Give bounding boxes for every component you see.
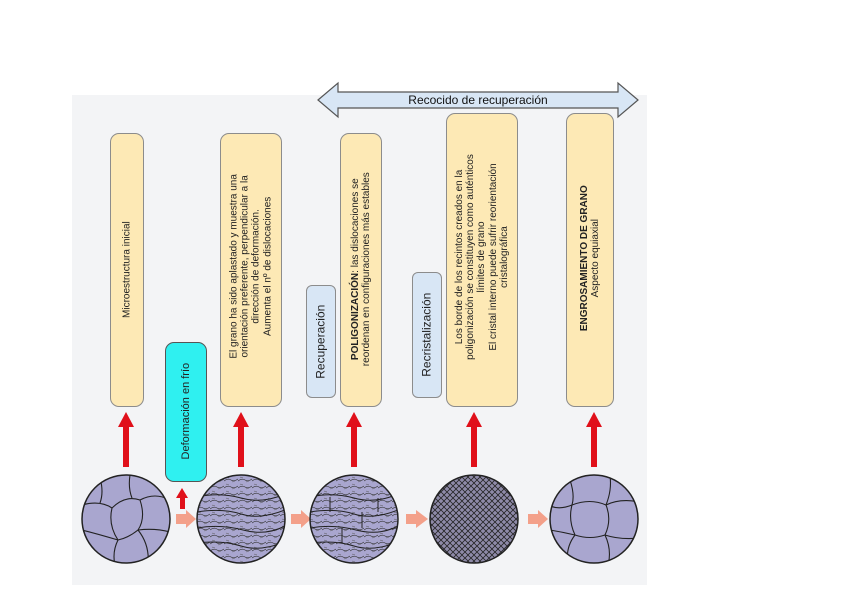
red-arrow-5 <box>586 412 602 467</box>
annealing-label: Recocido de recuperación <box>408 93 548 107</box>
grain-circle-initial <box>81 474 171 564</box>
red-arrow-1 <box>118 412 134 467</box>
polygonization-box: POLIGONIZACIÓN: las dislocaciones se reo… <box>340 133 382 407</box>
red-arrow-small <box>176 488 188 509</box>
grain-growth-box: ENGROSAMIENTO DE GRANO Aspecto equiaxial <box>566 113 614 407</box>
salmon-arrow-1 <box>176 510 196 528</box>
initial-microstructure-box: Microestructura inicial <box>110 133 144 407</box>
salmon-arrow-3 <box>406 510 428 528</box>
grain-circle-recrystallized <box>429 474 519 564</box>
red-arrow-2 <box>233 412 249 467</box>
grain-circle-polygonized <box>309 474 399 564</box>
red-arrow-3 <box>346 412 362 467</box>
salmon-arrow-2 <box>291 510 311 528</box>
red-arrow-4 <box>466 412 482 467</box>
recrystallization-tag: Recristalización <box>412 272 442 398</box>
salmon-arrow-4 <box>528 510 548 528</box>
flattened-grain-box: El grano ha sido aplastado y muestra una… <box>220 133 282 407</box>
grain-circle-grown <box>549 474 639 564</box>
grain-circle-flattened <box>196 474 286 564</box>
recrystallization-box: Los borde de los recintos creados en la … <box>446 113 518 407</box>
cold-deformation-box: Deformación en frío <box>165 342 207 482</box>
recovery-tag: Recuperación <box>306 285 336 398</box>
